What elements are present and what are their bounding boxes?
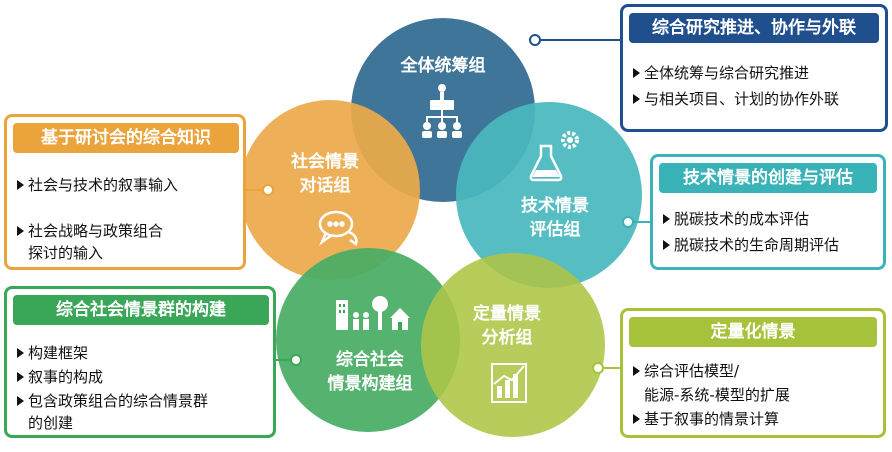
box-right-item: 脱碳技术的生命周期评估: [663, 235, 839, 255]
box-right-item: 脱碳技术的成本评估: [663, 209, 809, 229]
circle-bottom-right-label: 定量情景 分析组: [473, 304, 541, 348]
connector-dot-top-right: [529, 34, 541, 46]
connector-dot-bottom-left: [290, 354, 302, 366]
box-left-item: 社会与技术的叙事输入: [17, 175, 178, 195]
box-left: 基于研讨会的综合知识 社会与技术的叙事输入 社会战略与政策组合 探讨的输入: [4, 114, 246, 270]
city-people-icon: [336, 296, 410, 330]
box-bottom-right: 定量化情景 综合评估模型/ 能源-系统-模型的扩展 基于叙事的情景计算: [620, 308, 886, 438]
box-top-right: 综合研究推进、协作与外联 全体统筹与综合研究推进 与相关项目、计划的协作外联: [620, 4, 888, 132]
circle-group: [240, 18, 642, 437]
box-top-right-item: 与相关项目、计划的协作外联: [633, 89, 839, 109]
bullet-arrow-icon: [663, 214, 670, 224]
bullet-arrow-icon: [17, 348, 24, 358]
bullet-arrow-icon: [633, 414, 640, 424]
box-bottom-right-item: 综合评估模型/: [633, 361, 739, 381]
box-right-title: 技术情景的创建与评估: [659, 163, 877, 193]
box-bottom-right-item: 基于叙事的情景计算: [633, 409, 779, 429]
bullet-arrow-icon: [17, 396, 24, 406]
speech-bubble-icon: [318, 210, 358, 247]
box-bottom-left-item: 构建框架: [17, 343, 88, 363]
circle-bottom-left-label: 综合社会 情景构建组: [327, 350, 413, 394]
circle-left-label: 社会情景 对话组: [291, 152, 359, 196]
bullet-arrow-icon: [663, 240, 670, 250]
box-bottom-left-title: 综合社会情景群的构建: [13, 295, 269, 325]
circle-right: [456, 102, 642, 288]
connector-dot-bottom-right: [592, 362, 604, 374]
bullet-arrow-icon: [633, 68, 640, 78]
box-left-item: 社会战略与政策组合: [17, 221, 163, 241]
circle-bottom-right: [421, 253, 605, 437]
connector-dot-left: [262, 184, 274, 196]
box-left-title: 基于研讨会的综合知识: [13, 123, 239, 153]
box-bottom-left-item: 包含政策组合的综合情景群: [17, 391, 208, 411]
flask-gear-icon: [529, 131, 579, 182]
circle-right-label: 技术情景 评估组: [521, 196, 589, 240]
box-right: 技术情景的创建与评估 脱碳技术的成本评估 脱碳技术的生命周期评估: [650, 154, 886, 270]
bullet-arrow-icon: [17, 226, 24, 236]
bullet-arrow-icon: [17, 372, 24, 382]
bar-chart-icon: [491, 363, 527, 403]
box-bottom-left: 综合社会情景群的构建 构建框架 叙事的构成 包含政策组合的综合情景群 的创建: [4, 286, 276, 438]
box-top-right-title: 综合研究推进、协作与外联: [629, 13, 879, 43]
circle-left: [240, 100, 420, 280]
circle-top-label: 全体统筹组: [400, 56, 486, 76]
box-bottom-right-title: 定量化情景: [629, 317, 877, 347]
org-chart-icon: [422, 84, 462, 138]
box-top-right-item: 全体统筹与综合研究推进: [633, 63, 809, 83]
connector-dot-right: [622, 216, 634, 228]
bullet-arrow-icon: [633, 94, 640, 104]
bullet-arrow-icon: [17, 180, 24, 190]
box-bottom-left-item: 叙事的构成: [17, 367, 103, 387]
bullet-arrow-icon: [633, 366, 640, 376]
box-left-item-continued: 探讨的输入: [28, 244, 104, 262]
circle-bottom-left: [276, 248, 460, 432]
box-bottom-left-item-continued: 的创建: [28, 414, 74, 432]
box-bottom-right-item-continued: 能源-系统-模型的扩展: [644, 386, 790, 404]
